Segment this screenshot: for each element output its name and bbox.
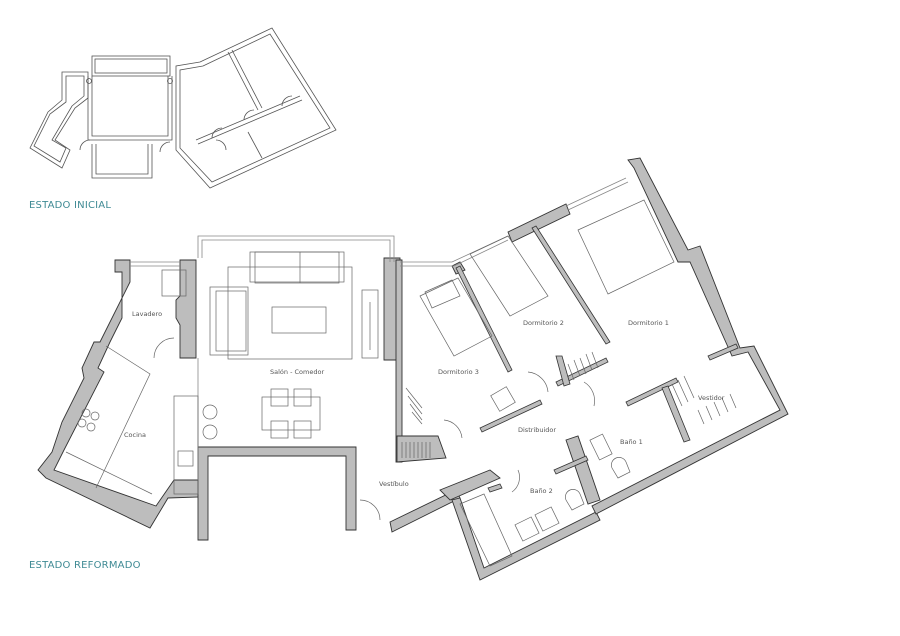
caption-initial-state: ESTADO INICIAL bbox=[29, 200, 112, 211]
label-cocina: Cocina bbox=[124, 431, 146, 439]
caption-reformed-state: ESTADO REFORMADO bbox=[29, 560, 141, 571]
label-salon-comedor: Salón - Comedor bbox=[270, 368, 324, 376]
label-dormitorio-2: Dormitorio 2 bbox=[523, 319, 564, 327]
walls bbox=[37, 157, 789, 581]
label-vestidor: Vestidor bbox=[698, 394, 725, 402]
label-lavadero: Lavadero bbox=[132, 310, 162, 318]
label-bano-2: Baño 2 bbox=[530, 487, 553, 495]
label-dormitorio-3: Dormitorio 3 bbox=[438, 368, 479, 376]
label-dormitorio-1: Dormitorio 1 bbox=[628, 319, 669, 327]
furniture bbox=[65, 199, 737, 567]
label-vestibulo: Vestíbulo bbox=[379, 480, 409, 488]
room-labels: Lavadero Cocina Salón - Comedor Vestíbul… bbox=[124, 310, 725, 495]
label-bano-1: Baño 1 bbox=[620, 438, 643, 446]
label-distribuidor: Distribuidor bbox=[518, 426, 556, 434]
